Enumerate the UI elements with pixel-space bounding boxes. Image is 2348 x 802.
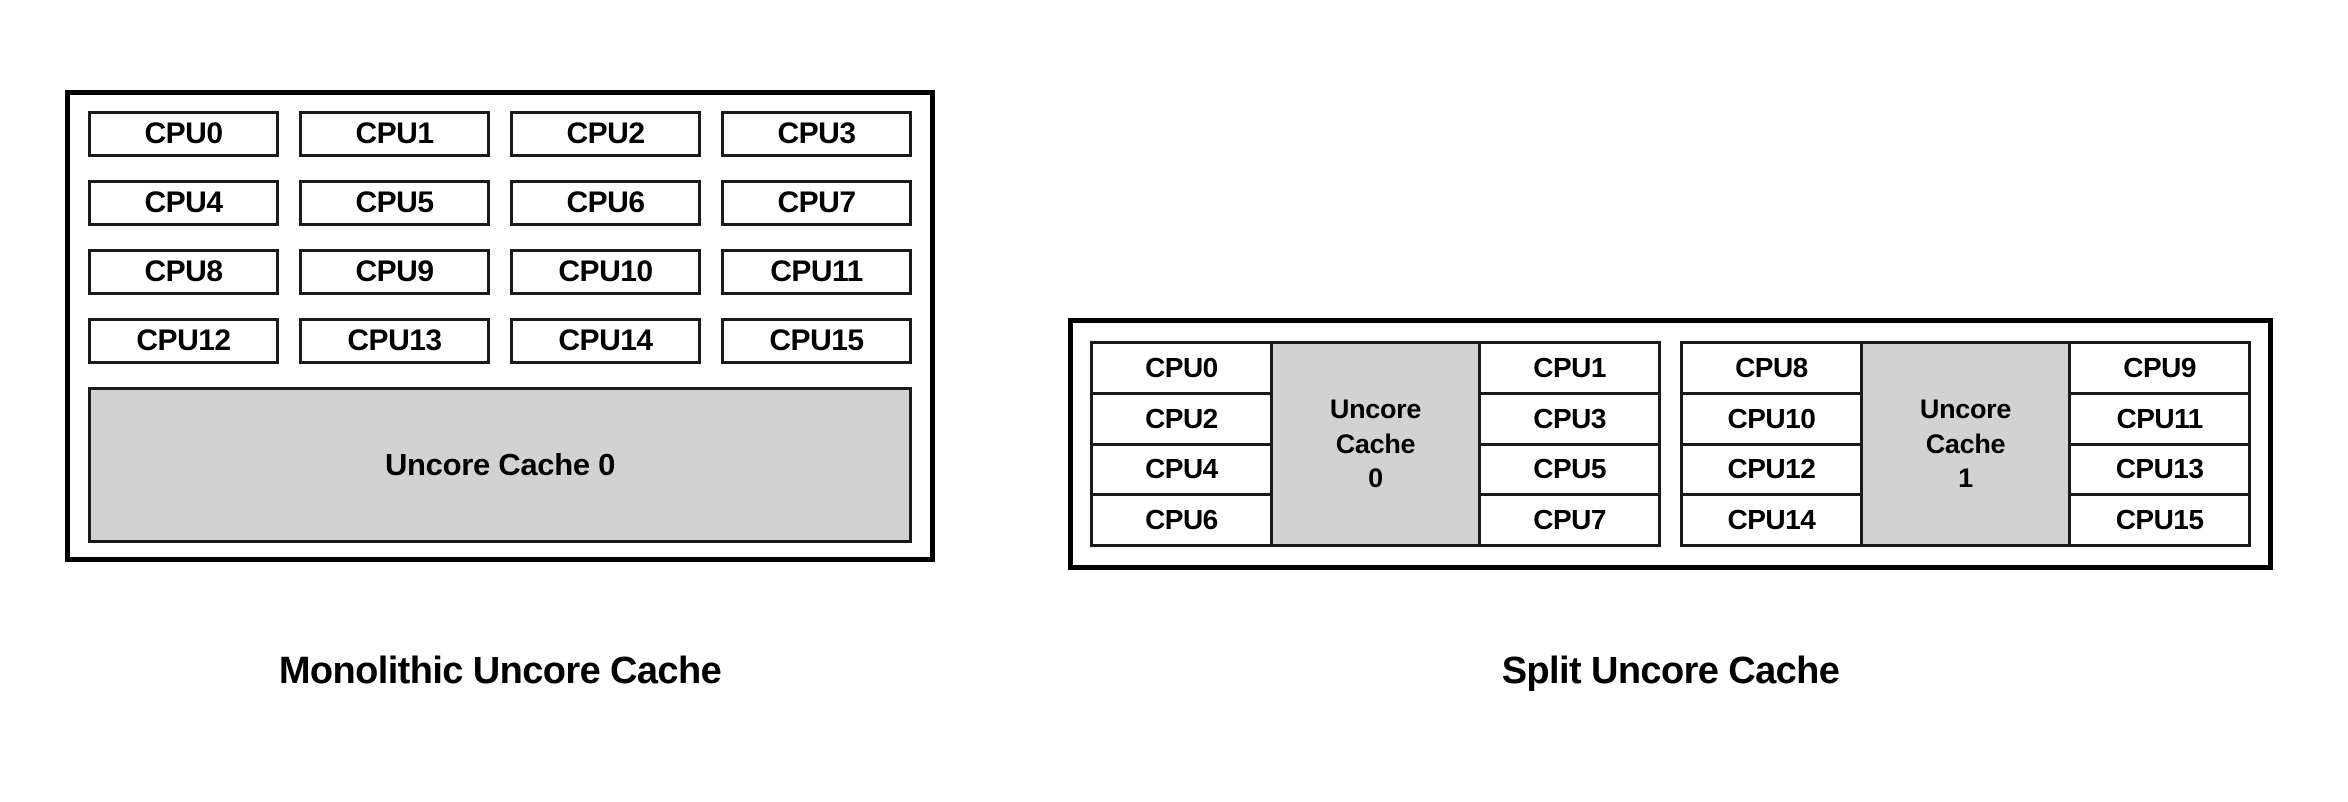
split-diagram-inner: CPU0 CPU2 CPU4 CPU6 Uncore Cache 0 CPU1 … <box>1090 341 2251 547</box>
split-group-1: CPU8 CPU10 CPU12 CPU14 Uncore Cache 1 CP… <box>1680 341 2251 547</box>
cpu-cell-cpu0: CPU0 <box>88 111 279 157</box>
split-group-1-left-column: CPU8 CPU10 CPU12 CPU14 <box>1683 344 1860 544</box>
cpu-cell-cpu11: CPU11 <box>2071 394 2248 446</box>
cpu-row: CPU12 CPU13 CPU14 CPU15 <box>88 318 912 364</box>
cpu-cell-cpu10: CPU10 <box>510 249 701 295</box>
cpu-cell-cpu7: CPU7 <box>721 180 912 226</box>
cpu-cell-cpu14: CPU14 <box>1683 496 1860 544</box>
uncore-cache-block-0: Uncore Cache 0 <box>88 387 912 543</box>
cpu-cell-cpu15: CPU15 <box>721 318 912 364</box>
cpu-cell-cpu12: CPU12 <box>88 318 279 364</box>
cpu-cell-cpu5: CPU5 <box>299 180 490 226</box>
split-uncore-cache-diagram: CPU0 CPU2 CPU4 CPU6 Uncore Cache 0 CPU1 … <box>1068 318 2273 570</box>
cpu-row: CPU0 CPU1 CPU2 CPU3 <box>88 111 912 157</box>
cpu-row: CPU4 CPU5 CPU6 CPU7 <box>88 180 912 226</box>
cpu-cell-cpu1: CPU1 <box>1481 344 1658 395</box>
cpu-cell-cpu10: CPU10 <box>1683 394 1860 446</box>
cpu-cell-cpu6: CPU6 <box>1093 496 1270 544</box>
cpu-cell-cpu5: CPU5 <box>1481 445 1658 497</box>
split-group-0-left-column: CPU0 CPU2 CPU4 CPU6 <box>1093 344 1270 544</box>
cpu-cell-cpu2: CPU2 <box>1093 394 1270 446</box>
cpu-cell-cpu3: CPU3 <box>721 111 912 157</box>
cpu-cell-cpu6: CPU6 <box>510 180 701 226</box>
monolithic-caption: Monolithic Uncore Cache <box>278 650 722 692</box>
uncore-cache-block-1: Uncore Cache 1 <box>1859 344 2072 544</box>
cpu-cell-cpu13: CPU13 <box>299 318 490 364</box>
split-caption: Split Uncore Cache <box>1501 650 1840 692</box>
cpu-cell-cpu9: CPU9 <box>299 249 490 295</box>
uncore-cache-block-0: Uncore Cache 0 <box>1269 344 1482 544</box>
cpu-cell-cpu14: CPU14 <box>510 318 701 364</box>
monolithic-diagram-inner: CPU0 CPU1 CPU2 CPU3 CPU4 CPU5 CPU6 CPU7 … <box>88 111 912 543</box>
uncore-cache-1-line-1: Uncore <box>1919 394 2012 425</box>
monolithic-uncore-cache-diagram: CPU0 CPU1 CPU2 CPU3 CPU4 CPU5 CPU6 CPU7 … <box>65 90 935 562</box>
cpu-cell-cpu0: CPU0 <box>1093 344 1270 395</box>
split-group-1-right-column: CPU9 CPU11 CPU13 CPU15 <box>2071 344 2248 544</box>
uncore-cache-1-line-2: Cache <box>1925 428 2006 459</box>
cpu-row: CPU8 CPU9 CPU10 CPU11 <box>88 249 912 295</box>
cpu-cell-cpu2: CPU2 <box>510 111 701 157</box>
cpu-cell-cpu8: CPU8 <box>1683 344 1860 395</box>
cpu-cell-cpu13: CPU13 <box>2071 445 2248 497</box>
cpu-cell-cpu11: CPU11 <box>721 249 912 295</box>
cpu-cell-cpu7: CPU7 <box>1481 496 1658 544</box>
uncore-cache-0-line-2: Cache <box>1335 428 1416 459</box>
cpu-cell-cpu12: CPU12 <box>1683 445 1860 497</box>
uncore-cache-0-line-1: Uncore <box>1329 394 1422 425</box>
split-group-0-right-column: CPU1 CPU3 CPU5 CPU7 <box>1481 344 1658 544</box>
cpu-cell-cpu9: CPU9 <box>2071 344 2248 395</box>
cpu-cell-cpu1: CPU1 <box>299 111 490 157</box>
cpu-cell-cpu8: CPU8 <box>88 249 279 295</box>
cpu-cell-cpu4: CPU4 <box>1093 445 1270 497</box>
cpu-cell-cpu4: CPU4 <box>88 180 279 226</box>
uncore-cache-1-line-3: 1 <box>1958 463 1973 494</box>
cpu-cell-cpu3: CPU3 <box>1481 394 1658 446</box>
cpu-cell-cpu15: CPU15 <box>2071 496 2248 544</box>
split-group-0: CPU0 CPU2 CPU4 CPU6 Uncore Cache 0 CPU1 … <box>1090 341 1661 547</box>
uncore-cache-0-line-3: 0 <box>1368 463 1383 494</box>
